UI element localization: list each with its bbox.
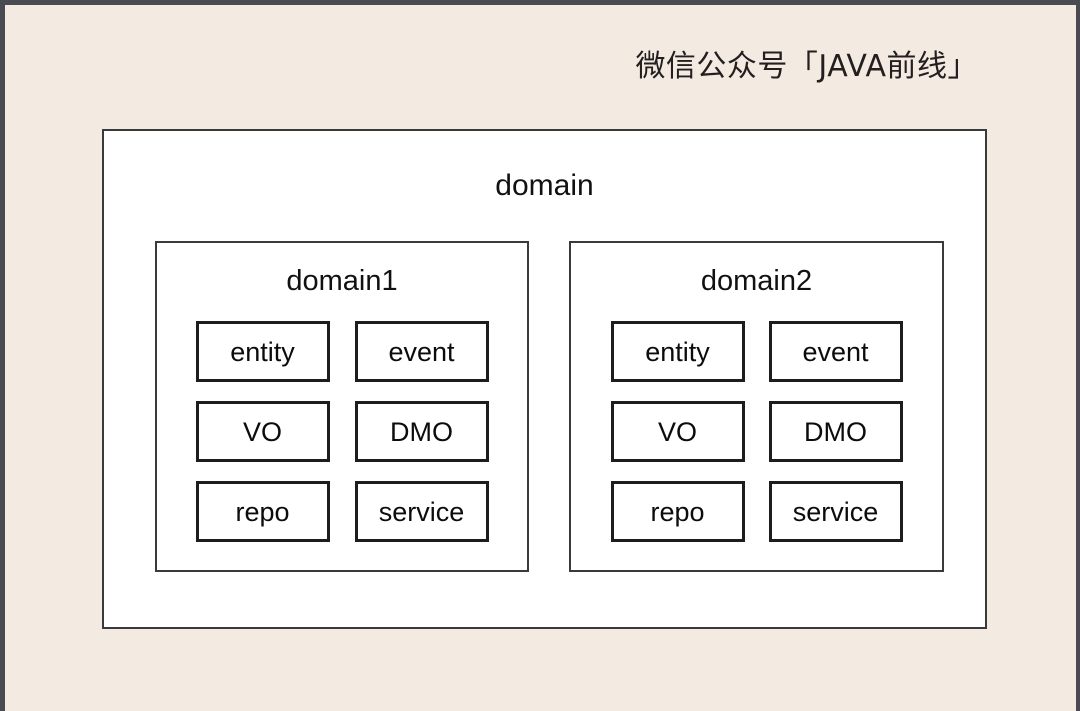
- leaf-box-repo: repo: [195, 481, 330, 542]
- domain-container-label: domain: [495, 169, 594, 202]
- subdomain-domain1-grid: entity event VO DMO repo service: [157, 321, 527, 542]
- leaf-box-service: service: [768, 481, 903, 542]
- subdomain-domain1-label: domain1: [286, 265, 398, 297]
- subdomain-domain2: domain2 entity event VO DMO repo service: [569, 241, 944, 572]
- leaf-box-vo: VO: [610, 401, 745, 462]
- leaf-box-vo: VO: [195, 401, 330, 462]
- leaf-box-event: event: [768, 321, 903, 382]
- leaf-box-entity: entity: [610, 321, 745, 382]
- subdomain-domain2-grid: entity event VO DMO repo service: [571, 321, 942, 542]
- domain-container: domain domain1 entity event VO DMO repo …: [102, 129, 987, 629]
- leaf-box-dmo: DMO: [354, 401, 489, 462]
- leaf-box-dmo: DMO: [768, 401, 903, 462]
- subdomain-domain2-label: domain2: [700, 265, 813, 297]
- leaf-box-event: event: [354, 321, 489, 382]
- leaf-box-entity: entity: [195, 321, 330, 382]
- leaf-box-service: service: [354, 481, 489, 542]
- subdomain-domain1: domain1 entity event VO DMO repo service: [155, 241, 529, 572]
- watermark-text: 微信公众号「JAVA前线」: [635, 49, 978, 84]
- leaf-box-repo: repo: [610, 481, 745, 542]
